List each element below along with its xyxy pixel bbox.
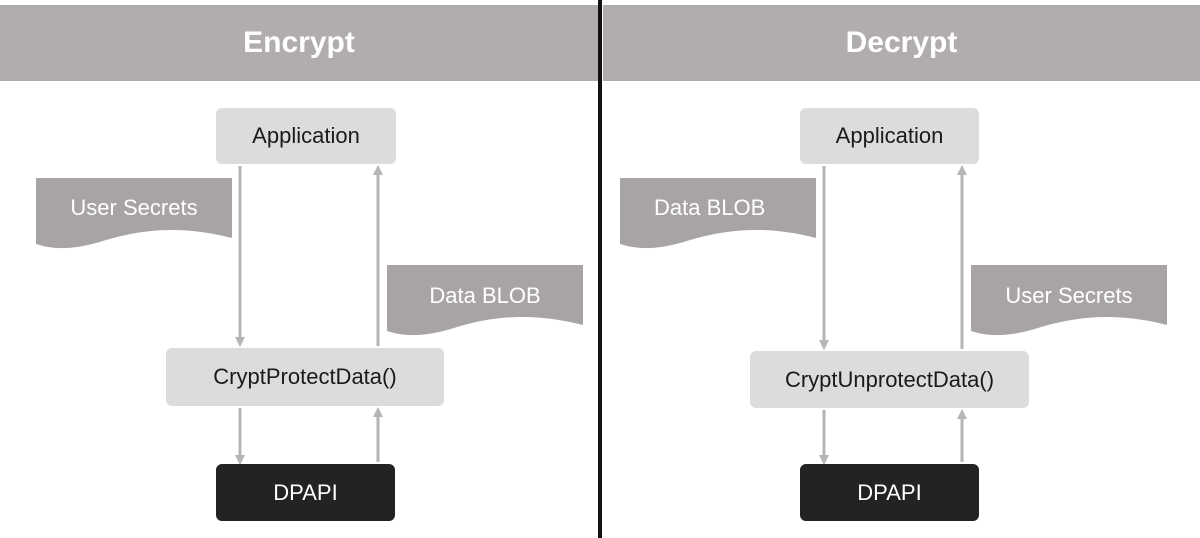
encrypt-input-note-label: User Secrets: [70, 195, 198, 220]
decrypt-panel: Decrypt Application CryptUnprotectData()…: [603, 0, 1200, 538]
decrypt-function-box: CryptUnprotectData(): [750, 351, 1029, 408]
decrypt-dpapi-label: DPAPI: [857, 479, 922, 505]
encrypt-dpapi-label: DPAPI: [273, 479, 338, 505]
decrypt-arrows: [819, 165, 967, 465]
encrypt-output-note: Data BLOB: [387, 265, 583, 339]
encrypt-function-box: CryptProtectData(): [166, 348, 444, 406]
document-shape-icon: [36, 178, 232, 249]
decrypt-dpapi-box: DPAPI: [800, 464, 979, 521]
encrypt-application-label: Application: [252, 123, 360, 148]
encrypt-input-note: User Secrets: [36, 178, 232, 252]
encrypt-function-label: CryptProtectData(): [213, 364, 397, 389]
encrypt-dpapi-box: DPAPI: [216, 464, 395, 521]
decrypt-input-note-label: Data BLOB: [654, 195, 766, 220]
document-shape-icon: [971, 265, 1167, 336]
decrypt-function-label: CryptUnprotectData(): [784, 366, 995, 392]
decrypt-application-box: Application: [800, 108, 979, 164]
encrypt-application-box: Application: [216, 108, 396, 164]
encrypt-panel: Encrypt Application CryptProtectData() D…: [0, 0, 598, 538]
decrypt-output-note-label: User Secrets: [1005, 283, 1133, 308]
decrypt-output-note: User Secrets: [971, 265, 1167, 339]
decrypt-input-note: Data BLOB: [620, 178, 816, 252]
document-shape-icon: [620, 178, 816, 249]
panel-divider: [598, 0, 602, 538]
encrypt-arrows: [235, 165, 383, 465]
document-shape-icon: [387, 265, 583, 336]
decrypt-header: Decrypt: [603, 5, 1200, 81]
encrypt-header: Encrypt: [0, 5, 598, 81]
encrypt-output-note-label: Data BLOB: [429, 283, 541, 308]
decrypt-application-label: Application: [835, 123, 944, 148]
